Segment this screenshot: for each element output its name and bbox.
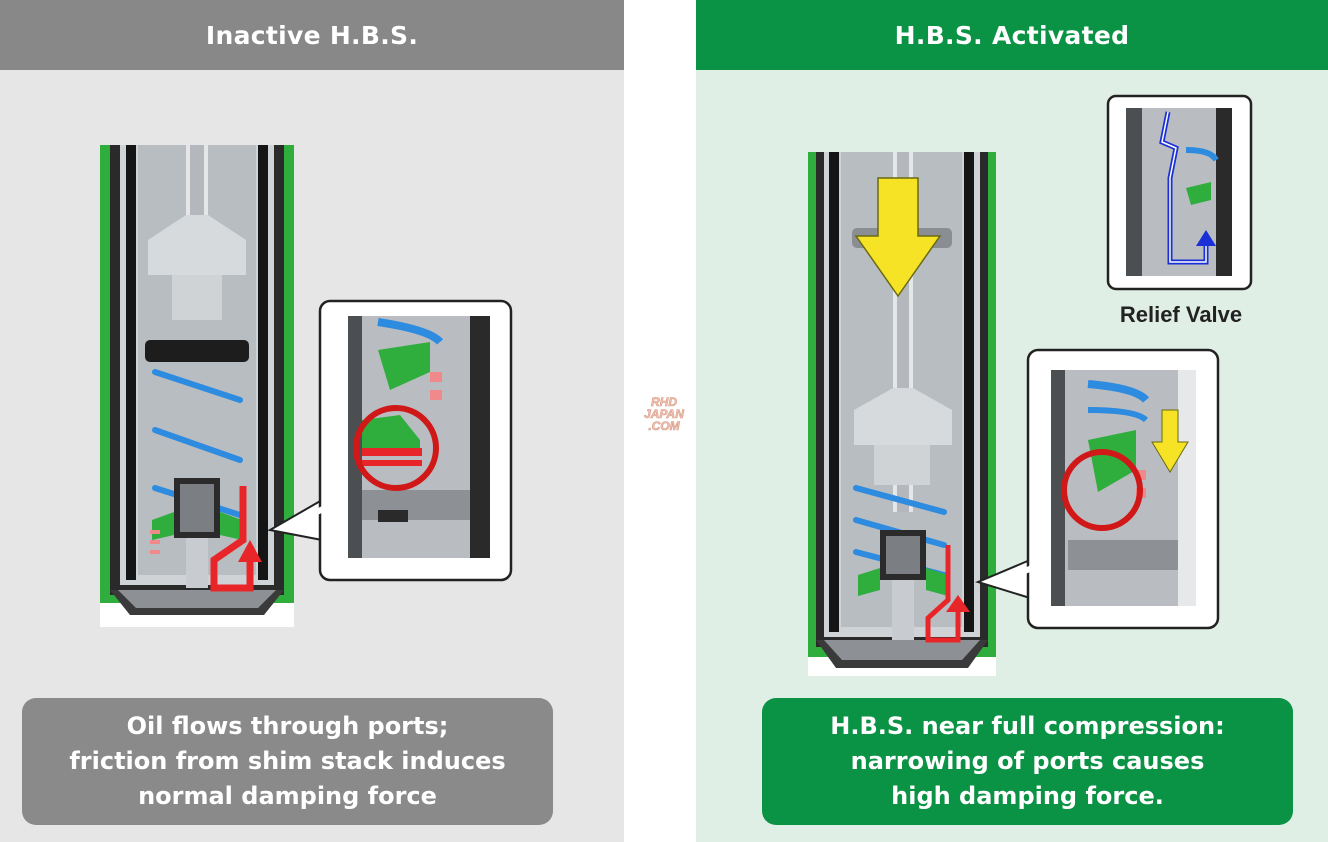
activated-panel-title: H.B.S. Activated [696,0,1328,70]
rhdjapan-watermark: RHD JAPAN .COM [636,395,692,433]
inactive-panel-title: Inactive H.B.S. [0,0,624,70]
activated-panel: H.B.S. Activated [696,0,1328,842]
relief-valve-label: Relief Valve [1119,302,1243,327]
caption-line: Oil flows through ports; [126,712,449,740]
piston-rod [148,145,246,320]
valve-assembly [150,478,242,588]
caption-line: H.B.S. near full compression: [830,712,1225,740]
watermark-line: RHD [651,395,678,409]
activated-callout [975,348,1220,630]
bump-stop [145,340,249,362]
inactive-panel: Inactive H.B.S. [0,0,624,842]
relief-valve-inset [1106,94,1253,291]
compression-arrow [854,177,942,298]
oil-flow-arrow [925,545,970,643]
valve-assembly [858,530,948,640]
caption-line: normal damping force [138,782,437,810]
watermark-line: JAPAN [644,407,684,421]
watermark-line: .COM [648,419,680,433]
inactive-caption: Oil flows through ports; friction from s… [22,698,553,825]
oil-flow-arrow [210,486,262,592]
caption-line: high damping force. [891,782,1164,810]
caption-line: narrowing of ports causes [850,747,1205,775]
inactive-shock-diagram [100,145,513,627]
caption-line: friction from shim stack induces [69,747,506,775]
activated-shock-diagram [808,94,1253,676]
activated-caption: H.B.S. near full compression: narrowing … [762,698,1293,825]
inactive-callout [267,299,513,582]
